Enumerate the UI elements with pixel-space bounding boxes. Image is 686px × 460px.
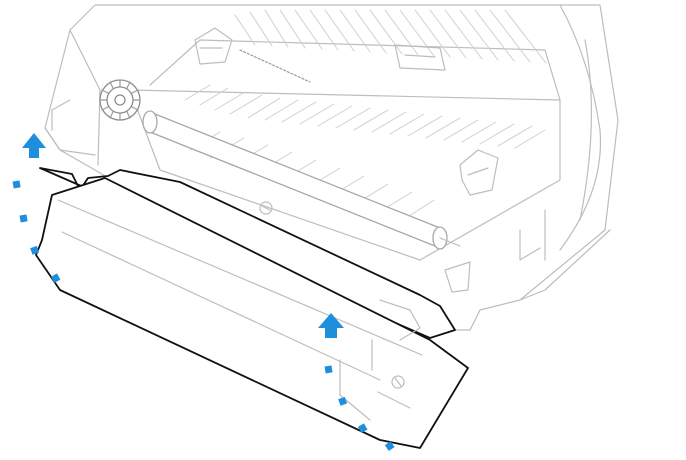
- right-clip: [444, 149, 499, 293]
- feed-ribs: [184, 84, 546, 223]
- motion-arrow-icon-upper: [12, 133, 61, 283]
- feed-roller: [142, 110, 461, 250]
- gear-icon: [99, 79, 141, 121]
- upper-guide-ribs: [194, 9, 547, 83]
- screw-icon: [259, 201, 273, 215]
- motion-arrow-icon-lower: [318, 313, 395, 451]
